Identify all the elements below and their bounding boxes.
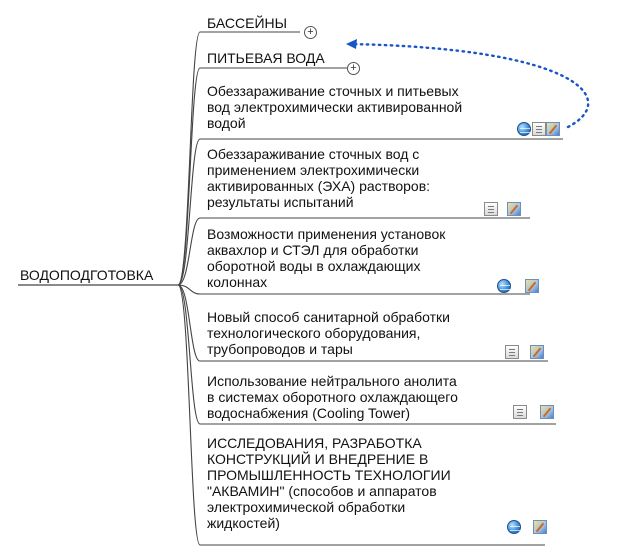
edit-icon[interactable] <box>546 122 560 136</box>
subtopic-7[interactable]: Использование нейтрального анолита в сис… <box>207 373 458 421</box>
branch-connector <box>177 284 201 362</box>
branch-connector <box>177 138 201 286</box>
branch-connector <box>177 67 201 286</box>
branch-connector <box>177 217 201 286</box>
subtopic-1[interactable]: БАССЕЙНЫ <box>207 15 288 31</box>
branch-connector <box>177 284 201 425</box>
subtopic-5[interactable]: Возможности применения установок аквахло… <box>207 226 446 290</box>
subtopic-8[interactable]: ИССЛЕДОВАНИЯ, РАЗРАБОТКА КОНСТРУКЦИЙ И В… <box>207 435 451 531</box>
web-icon[interactable] <box>507 520 521 534</box>
note-icon[interactable] <box>532 122 546 136</box>
edit-icon[interactable] <box>530 345 544 359</box>
expand-subtopic-2-button[interactable]: + <box>347 62 360 75</box>
branch-connector <box>177 31 201 286</box>
subtopic-6[interactable]: Новый способ санитарной обработки технол… <box>207 309 450 357</box>
relationship-link-arrow <box>346 42 590 129</box>
note-icon[interactable] <box>505 345 519 359</box>
edit-icon[interactable] <box>525 279 539 293</box>
edit-icon[interactable] <box>540 405 554 419</box>
edit-icon[interactable] <box>533 520 547 534</box>
web-icon[interactable] <box>497 279 511 293</box>
branch-connector <box>177 284 201 546</box>
subtopic-4[interactable]: Обеззараживание сточных вод с применение… <box>207 146 431 210</box>
web-icon[interactable] <box>517 122 531 136</box>
central-topic[interactable]: ВОДОПОДГОТОВКА <box>20 267 154 283</box>
note-icon[interactable] <box>484 202 498 216</box>
relationship-arrowhead <box>346 39 357 49</box>
subtopic-3[interactable]: Обеззараживание сточных и питьевых вод э… <box>207 83 463 131</box>
subtopic-2[interactable]: ПИТЬЕВАЯ ВОДА <box>207 50 325 66</box>
note-icon[interactable] <box>513 405 527 419</box>
edit-icon[interactable] <box>507 202 521 216</box>
expand-subtopic-1-button[interactable]: + <box>304 26 317 39</box>
connector-lines <box>18 31 563 546</box>
branch-connector <box>177 284 201 295</box>
